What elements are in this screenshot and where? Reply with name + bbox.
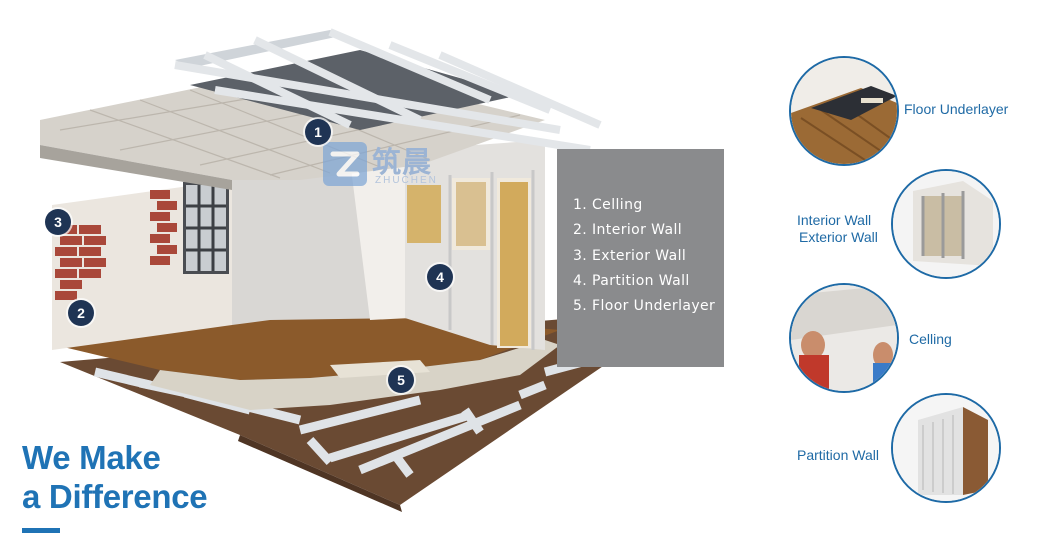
marker-ceiling: 1 — [305, 119, 331, 145]
headline: We Make a Difference — [22, 438, 208, 516]
brand-logo-text: 筑晨 — [372, 145, 433, 179]
headline-underline — [22, 528, 60, 533]
brand-logo-subtext: ZHUCHEN — [375, 175, 438, 186]
brand-logo-icon — [323, 142, 367, 186]
thumbnail-wall — [891, 169, 1001, 279]
headline-line-2: a Difference — [22, 478, 208, 515]
legend-item: 1. Celling — [573, 197, 643, 213]
thumbnail-label-exterior-wall: Exterior Wall — [799, 229, 878, 245]
marker-floor-underlayer: 5 — [388, 367, 414, 393]
legend-list: 1. Celling 2. Interior Wall 3. Exterior … — [573, 193, 715, 319]
marker-interior-wall: 2 — [68, 300, 94, 326]
ground-slab-front — [238, 435, 402, 512]
headline-line-1: We Make — [22, 439, 161, 476]
marker-exterior-wall: 3 — [45, 209, 71, 235]
ceiling-frame — [174, 28, 602, 154]
marker-partition-wall: 4 — [427, 264, 453, 290]
window — [183, 182, 229, 274]
thumbnail-partition-wall — [891, 393, 1001, 503]
house-cutaway-illustration — [40, 28, 612, 512]
legend-item: 5. Floor Underlayer — [573, 298, 716, 315]
thumbnail-label-ceiling: Celling — [909, 331, 952, 347]
legend-item: 3. Exterior Wall — [573, 247, 687, 264]
legend-panel: 1. Celling 2. Interior Wall 3. Exterior … — [557, 149, 724, 367]
brick-wall — [55, 190, 177, 300]
legend-item: 2. Interior Wall — [573, 222, 683, 239]
thumbnail-ceiling — [789, 283, 899, 393]
thumbnail-floor-underlayer — [789, 56, 899, 166]
legend-item: 4. Partition Wall — [573, 272, 690, 289]
thumbnail-label-interior-wall: Interior Wall — [797, 212, 872, 228]
wood-floor — [55, 318, 560, 380]
thumbnail-label-partition-wall: Partition Wall — [797, 447, 879, 463]
thumbnail-label-floor: Floor Underlayer — [904, 101, 1009, 117]
